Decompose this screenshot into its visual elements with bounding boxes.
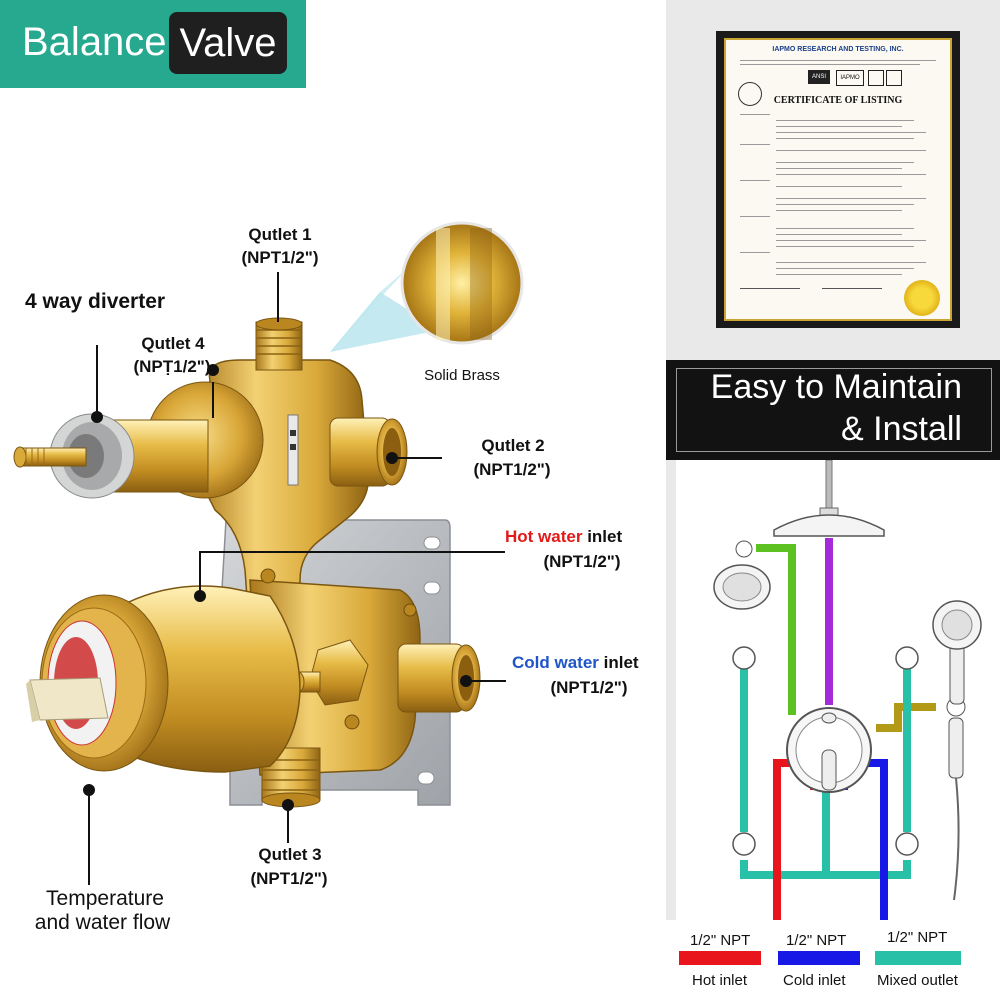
- outlet4-npt: (NPṬ1/2"): [133, 357, 211, 376]
- certificate-rule: [740, 64, 920, 65]
- legend-hot-npt: 1/2" NPT: [690, 932, 751, 949]
- certificate-rule: [740, 60, 936, 61]
- gold-seal: [904, 280, 940, 316]
- outlet2-label: Qutlet 2: [481, 436, 545, 455]
- certificate-text-line: [776, 198, 926, 199]
- badge-word-balance: Balance: [22, 20, 167, 64]
- legend-cold-swatch: [778, 951, 860, 965]
- plumbing-diagram: [713, 460, 982, 920]
- badge-word-valve: Valve: [169, 12, 287, 74]
- hot-water-word: Hot water: [505, 527, 583, 546]
- certificate-text-line: [776, 204, 914, 205]
- legend-hot-label: Hot inlet: [692, 972, 748, 989]
- certificate-text-line: [776, 168, 902, 169]
- certificate-text-line: [776, 174, 926, 175]
- install-banner-border: [676, 368, 992, 452]
- certificate-text-line: [776, 228, 914, 229]
- certificate-text-line: [740, 252, 770, 253]
- certificate-text-line: [776, 186, 902, 187]
- outlet1-label: Qutlet 1: [248, 225, 312, 244]
- certificate: IAPMO RESEARCH AND TESTING, INC. ANSI IA…: [724, 38, 952, 321]
- cold-inlet-npt: (NPT1/2"): [550, 678, 628, 697]
- certificate-text-line: [776, 268, 914, 269]
- ansi-text: ANSI: [811, 74, 826, 80]
- diagram-background: [676, 460, 1000, 930]
- certificate-text-line: [776, 274, 902, 275]
- certificate-text-line: [776, 246, 914, 247]
- cold-inlet-label: Cold water inlet: [512, 653, 662, 673]
- outlet2-npt: (NPT1/2"): [473, 460, 551, 479]
- install-banner-line2: & Install: [841, 410, 962, 448]
- certificate-text-line: [776, 150, 926, 151]
- valve-illustration: [13, 221, 524, 885]
- legend-mixed-label: Mixed outlet: [877, 972, 958, 989]
- iapmo-logo: IAPMO: [836, 70, 864, 86]
- cert-logo-4: [886, 70, 902, 86]
- upc-logo: [738, 82, 762, 106]
- legend-cold-npt: 1/2" NPT: [786, 932, 847, 949]
- legend-mixed-swatch: [875, 951, 961, 965]
- cold-inlet-word: inlet: [598, 653, 639, 672]
- certificate-text-line: [776, 126, 902, 127]
- certificate-text-line: [776, 138, 914, 139]
- certificate-text-line: [740, 144, 770, 145]
- legend-cold-label: Cold inlet: [783, 972, 846, 989]
- solid-brass-label: Solid Brass: [424, 367, 500, 384]
- certificate-text-line: [776, 234, 902, 235]
- certificate-text-line: [776, 162, 914, 163]
- iapmo-text: IAPMO: [840, 75, 860, 81]
- certificate-org: IAPMO RESEARCH AND TESTING, INC.: [772, 46, 904, 53]
- install-banner-line1: Easy to Maintain: [710, 368, 962, 406]
- hot-inlet-npt: (NPT1/2"): [543, 552, 621, 571]
- signature-1: [740, 288, 800, 289]
- cold-water-word: Cold water: [512, 653, 599, 672]
- outlet1-npt: (NPT1/2"): [241, 248, 319, 267]
- certificate-text-line: [776, 132, 926, 133]
- certificate-text-line: [740, 216, 770, 217]
- cert-logo-3: [868, 70, 884, 86]
- certificate-text-line: [776, 120, 914, 121]
- temperature-label: Temperature: [46, 887, 164, 910]
- install-banner: [666, 360, 1000, 460]
- outlet3-label: Qutlet 3: [258, 845, 322, 864]
- signature-2: [822, 288, 882, 289]
- hot-inlet-label: Hot water inlet: [505, 527, 655, 547]
- certificate-text-line: [740, 180, 770, 181]
- certificate-text-line: [776, 240, 926, 241]
- diverter-label: 4 way diverter: [25, 290, 166, 313]
- certificate-text-line: [776, 210, 902, 211]
- certificate-title: CERTIFICATE OF LISTING: [773, 95, 903, 106]
- certificate-text-line: [776, 262, 926, 263]
- certificate-text-line: [740, 114, 770, 115]
- hot-inlet-word: inlet: [582, 527, 623, 546]
- outlet3-npt: (NPT1/2"): [250, 869, 328, 888]
- ansi-logo: ANSI: [808, 70, 830, 84]
- legend-hot-swatch: [679, 951, 761, 965]
- outlet4-label: Qutlet 4: [141, 334, 205, 353]
- water-flow-label: and water flow: [34, 911, 171, 934]
- legend-mixed-npt: 1/2" NPT: [887, 929, 948, 946]
